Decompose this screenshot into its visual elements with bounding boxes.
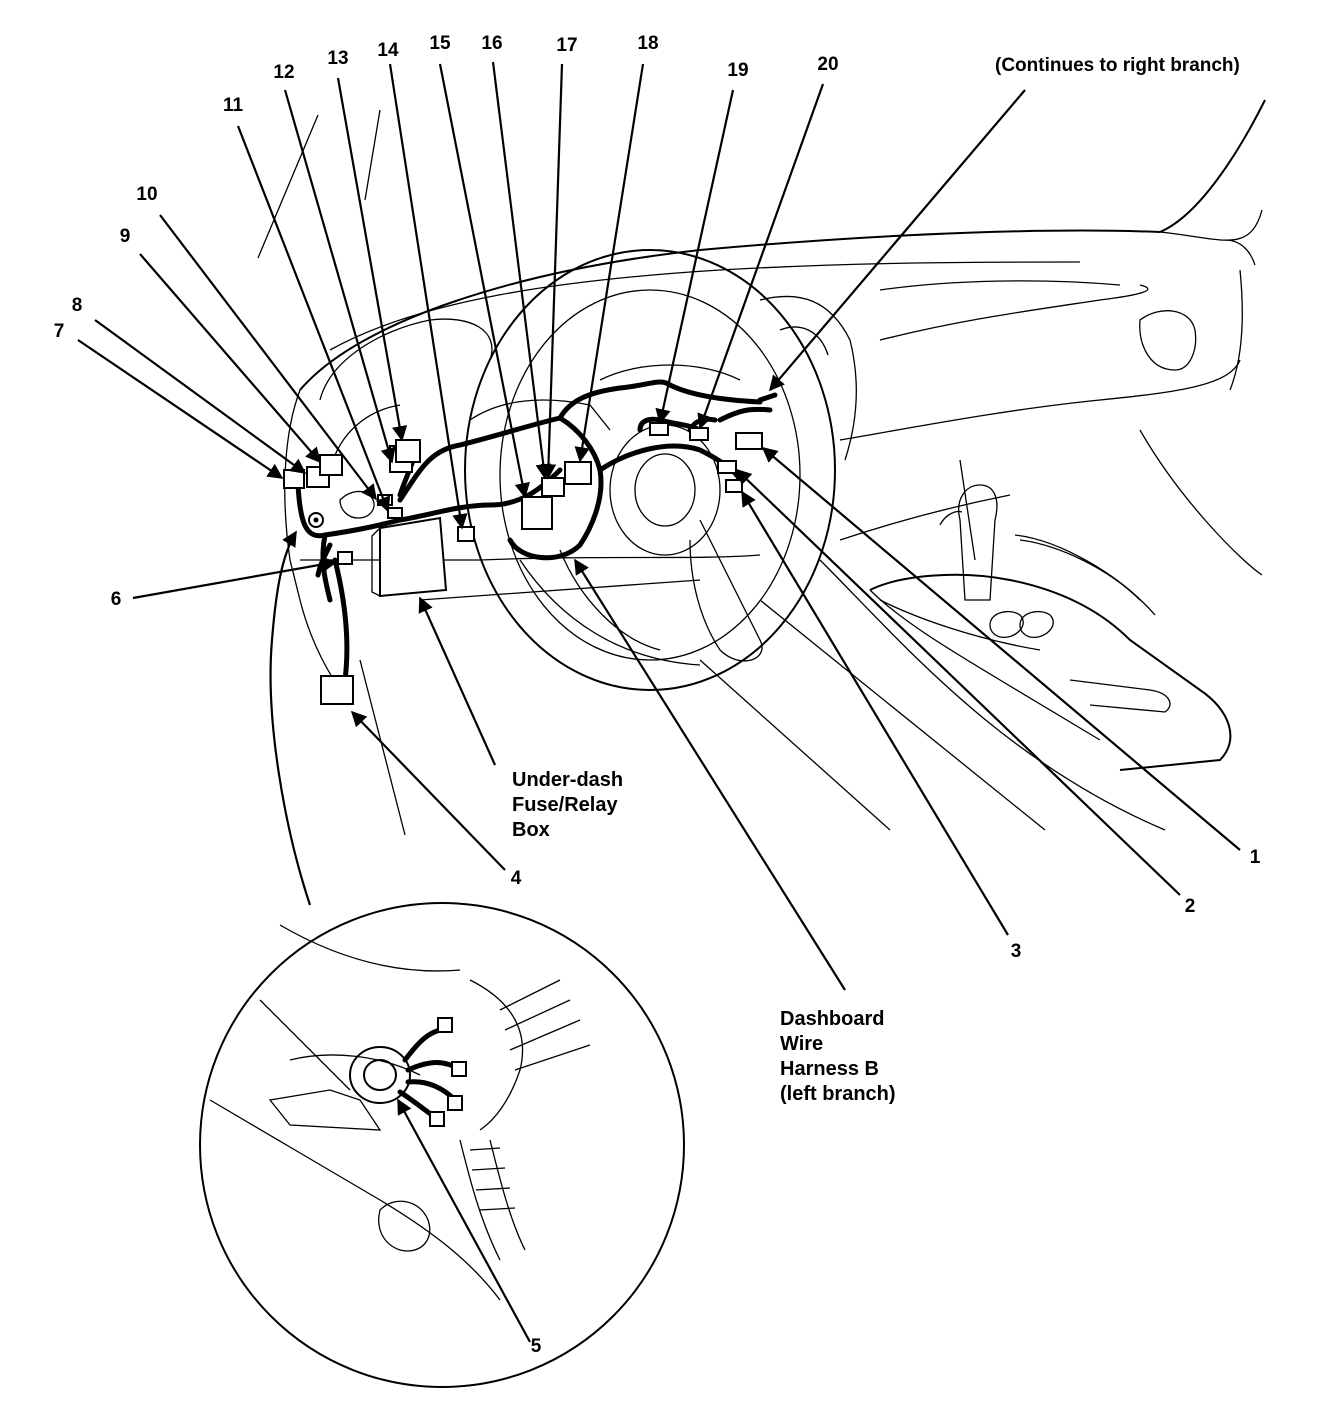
connector-20 (689, 427, 709, 441)
label-20: 20 (817, 54, 839, 75)
connector-13 (395, 439, 421, 463)
connector-15 (457, 526, 475, 542)
label-7: 7 (53, 321, 65, 342)
label-8: 8 (71, 295, 83, 316)
label-13: 13 (327, 48, 349, 69)
label-4: 4 (510, 868, 522, 889)
label-1: 1 (1249, 847, 1261, 868)
connector-18 (564, 461, 592, 485)
connector-11 (387, 507, 403, 519)
label-14: 14 (377, 40, 399, 61)
label-19: 19 (727, 60, 749, 81)
connector-19 (649, 422, 669, 436)
center-console (869, 484, 1232, 771)
connector-17 (541, 477, 565, 497)
label-18: 18 (637, 33, 659, 54)
wire-harness (295, 379, 778, 683)
label-17: 17 (556, 35, 578, 56)
label-3: 3 (1010, 941, 1022, 962)
label-11: 11 (222, 95, 244, 116)
extension-lines (257, 109, 381, 259)
dashboard-outline (284, 99, 1266, 836)
label-16: 16 (481, 33, 503, 54)
label-12: 12 (273, 62, 295, 83)
label-2: 2 (1184, 896, 1196, 917)
steering-wheel (464, 249, 836, 691)
connector-6 (337, 551, 353, 565)
connector-2 (717, 460, 737, 474)
label-5: 5 (530, 1336, 542, 1357)
connector-3 (725, 479, 743, 493)
caption-dashboard-wire-harness-b: Dashboard Wire Harness B (left branch) (780, 1008, 896, 1105)
label-15: 15 (429, 33, 451, 54)
connector-16 (521, 496, 553, 530)
connector-4 (320, 675, 354, 705)
leader-lines (77, 61, 1241, 1343)
label-9: 9 (119, 226, 131, 247)
caption-under-dash-fuse-relay-box: Under-dash Fuse/Relay Box (512, 769, 624, 841)
connector-9 (319, 454, 343, 476)
label-10: 10 (136, 184, 158, 205)
under-dash-fuse-relay-box (379, 516, 448, 598)
connector-7 (283, 469, 305, 489)
label-6: 6 (110, 589, 122, 610)
connector-1 (735, 432, 763, 450)
detail-inset (199, 902, 685, 1388)
caption-continues-right-branch: (Continues to right branch) (995, 55, 1240, 76)
connectors (283, 422, 763, 705)
